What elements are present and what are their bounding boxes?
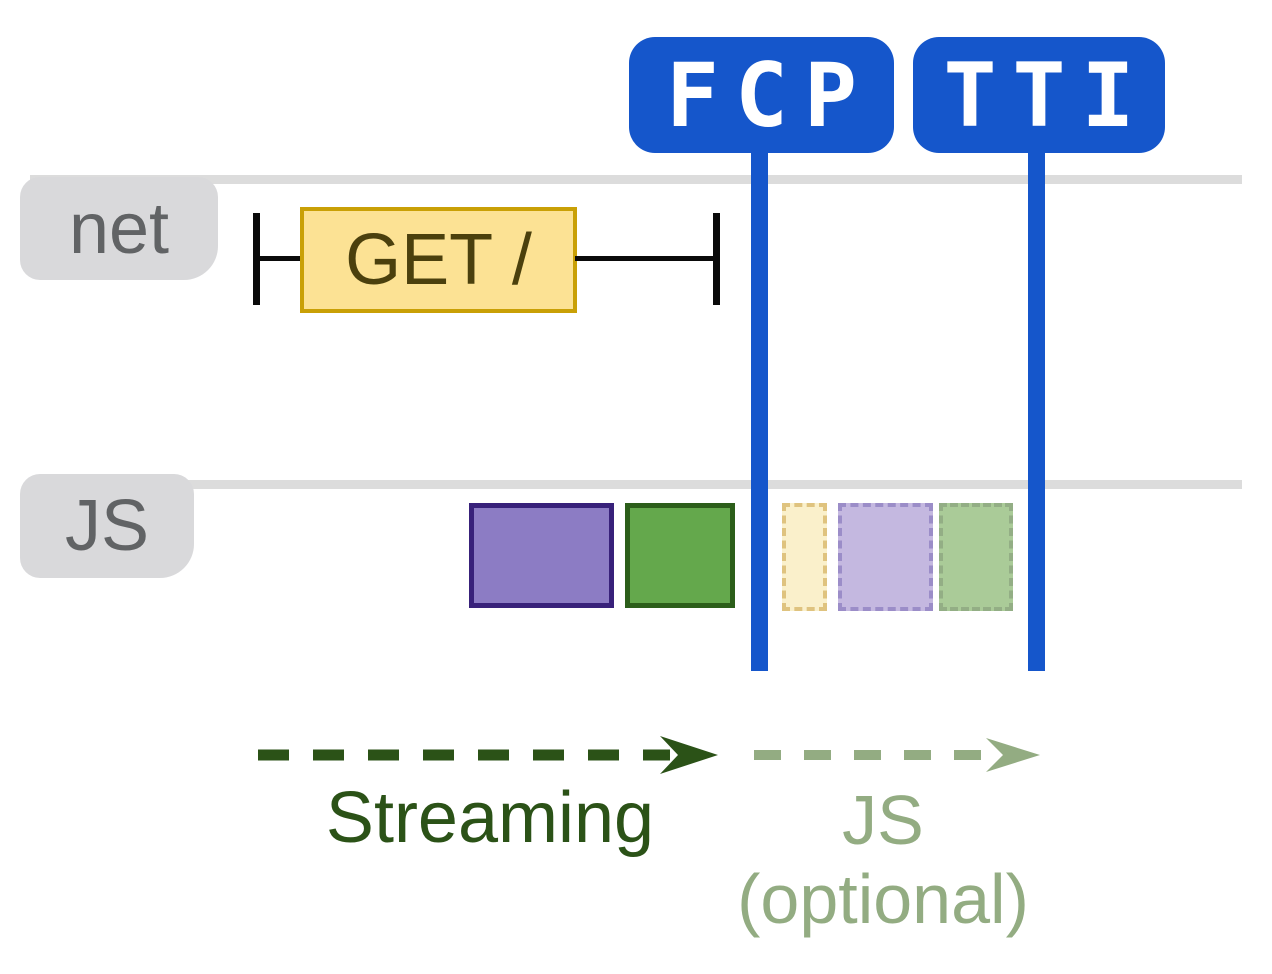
fcp-marker-line bbox=[751, 150, 768, 671]
request-end-tick bbox=[713, 213, 720, 305]
streaming-caption: Streaming bbox=[325, 778, 655, 858]
net-track-label: net bbox=[20, 177, 218, 280]
js-task-block bbox=[625, 503, 735, 608]
request-left-line bbox=[258, 256, 302, 261]
request-start-tick bbox=[253, 213, 260, 305]
js-optional-caption: JS (optional) bbox=[718, 781, 1048, 939]
js-optional-caption-line2: (optional) bbox=[737, 860, 1029, 938]
streaming-arrowhead bbox=[660, 736, 718, 774]
streaming-arrow-icon bbox=[258, 736, 718, 774]
js-task-block-optional bbox=[782, 503, 827, 611]
net-track-line bbox=[30, 175, 1242, 184]
fcp-badge: FCP bbox=[629, 37, 894, 153]
js-task-block-optional bbox=[939, 503, 1013, 611]
js-track-line bbox=[30, 480, 1242, 489]
js-optional-arrow-icon bbox=[754, 738, 1040, 772]
js-task-block bbox=[469, 503, 614, 608]
js-task-block-optional bbox=[838, 503, 933, 611]
js-track-label: JS bbox=[20, 474, 194, 578]
get-request-box: GET / bbox=[300, 207, 577, 313]
request-right-line bbox=[575, 256, 715, 261]
tti-badge: TTI bbox=[913, 37, 1165, 153]
js-optional-caption-line1: JS bbox=[842, 781, 924, 859]
tti-marker-line bbox=[1028, 150, 1045, 671]
js-optional-arrowhead bbox=[986, 738, 1040, 772]
